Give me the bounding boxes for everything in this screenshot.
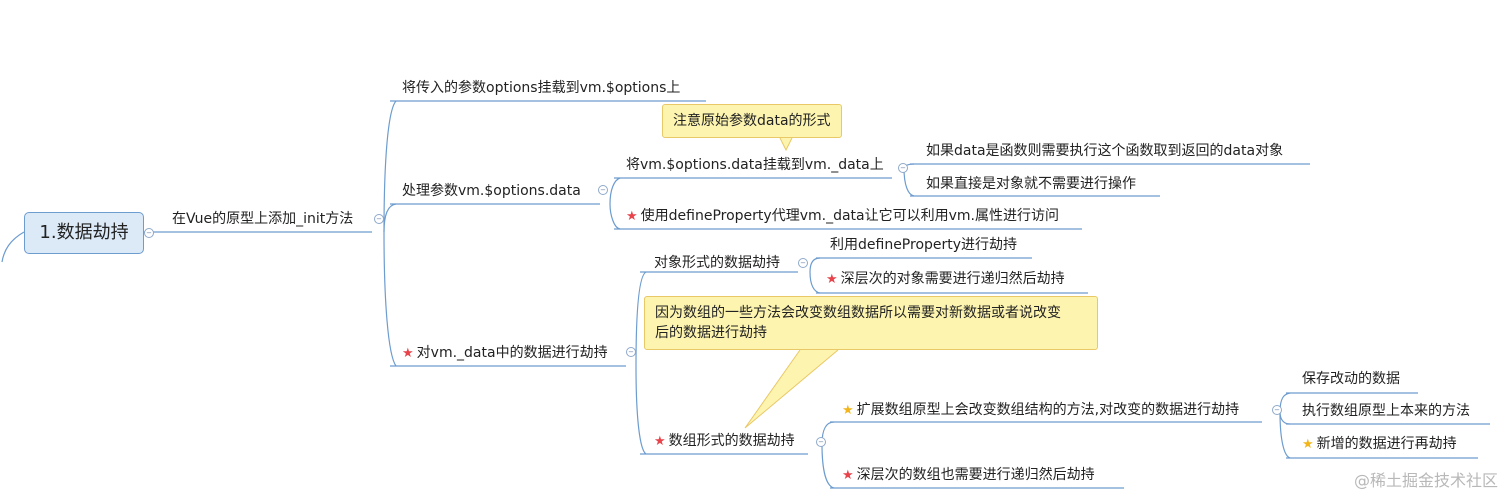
star-icon: ★ bbox=[654, 434, 666, 449]
collapse-icon[interactable]: − bbox=[374, 214, 384, 224]
node-extend-array-proto-label: 扩展数组原型上会改变数组结构的方法,对改变的数据进行劫持 bbox=[856, 402, 1240, 418]
collapse-icon[interactable]: − bbox=[626, 347, 636, 357]
node-mount-data[interactable]: 将vm.$options.data挂载到vm._data上 bbox=[626, 157, 884, 173]
star-icon: ★ bbox=[842, 403, 854, 418]
note-data-form-text: 注意原始参数data的形式 bbox=[673, 113, 831, 129]
note-array-reason-line2: 后的数据进行劫持 bbox=[655, 325, 767, 341]
node-array-hijack-label: 数组形式的数据劫持 bbox=[668, 433, 795, 449]
note-array-reason-line1: 因为数组的一些方法会改变数组数据所以需要对新数据或者说改变 bbox=[655, 305, 1061, 321]
node-save-data[interactable]: 保存改动的数据 bbox=[1302, 371, 1400, 387]
node-array-hijack[interactable]: ★数组形式的数据劫持 bbox=[654, 432, 795, 451]
node-data-object[interactable]: 如果直接是对象就不需要进行操作 bbox=[926, 176, 1136, 192]
collapse-icon[interactable]: − bbox=[598, 185, 608, 195]
note-array-reason: 因为数组的一些方法会改变数组数据所以需要对新数据或者说改变 后的数据进行劫持 bbox=[644, 296, 1098, 350]
note-data-form: 注意原始参数data的形式 bbox=[662, 104, 842, 138]
collapse-icon[interactable]: − bbox=[816, 437, 826, 447]
node-proxy[interactable]: ★使用defineProperty代理vm._data让它可以利用vm.属性进行… bbox=[626, 207, 1059, 226]
node-new-data-hijack-label: 新增的数据进行再劫持 bbox=[1316, 436, 1457, 452]
collapse-icon[interactable]: − bbox=[1272, 405, 1282, 415]
star-icon: ★ bbox=[842, 468, 854, 483]
node-mount-options[interactable]: 将传入的参数options挂载到vm.$options上 bbox=[402, 80, 681, 96]
node-deep-array-label: 深层次的数组也需要进行递归然后劫持 bbox=[856, 467, 1095, 483]
watermark: @稀土掘金技术社区 bbox=[1353, 471, 1498, 490]
collapse-icon[interactable]: − bbox=[144, 228, 154, 238]
star-icon: ★ bbox=[1302, 437, 1314, 452]
node-hijack-label: 对vm._data中的数据进行劫持 bbox=[416, 345, 608, 361]
node-deep-array[interactable]: ★深层次的数组也需要进行递归然后劫持 bbox=[842, 466, 1095, 485]
star-icon: ★ bbox=[826, 272, 838, 287]
node-use-define-property[interactable]: 利用defineProperty进行劫持 bbox=[830, 237, 1018, 253]
node-proxy-label: 使用defineProperty代理vm._data让它可以利用vm.属性进行访… bbox=[640, 208, 1059, 224]
collapse-icon[interactable]: − bbox=[798, 258, 808, 268]
node-hijack[interactable]: ★对vm._data中的数据进行劫持 bbox=[402, 344, 608, 363]
node-new-data-hijack[interactable]: ★新增的数据进行再劫持 bbox=[1302, 435, 1457, 454]
root-node[interactable]: 1.数据劫持 bbox=[24, 212, 144, 254]
node-data-function[interactable]: 如果data是函数则需要执行这个函数取到返回的data对象 bbox=[926, 143, 1284, 159]
star-icon: ★ bbox=[402, 346, 414, 361]
node-extend-array-proto[interactable]: ★扩展数组原型上会改变数组结构的方法,对改变的数据进行劫持 bbox=[842, 401, 1239, 420]
node-init-method[interactable]: 在Vue的原型上添加_init方法 bbox=[172, 211, 354, 227]
node-object-hijack[interactable]: 对象形式的数据劫持 bbox=[654, 255, 780, 271]
node-deep-object[interactable]: ★深层次的对象需要进行递归然后劫持 bbox=[826, 270, 1065, 289]
star-icon: ★ bbox=[626, 209, 638, 224]
node-process-data[interactable]: 处理参数vm.$options.data bbox=[402, 183, 581, 199]
node-deep-object-label: 深层次的对象需要进行递归然后劫持 bbox=[840, 271, 1065, 287]
collapse-icon[interactable]: − bbox=[898, 163, 908, 173]
node-exec-proto[interactable]: 执行数组原型上本来的方法 bbox=[1302, 403, 1470, 419]
